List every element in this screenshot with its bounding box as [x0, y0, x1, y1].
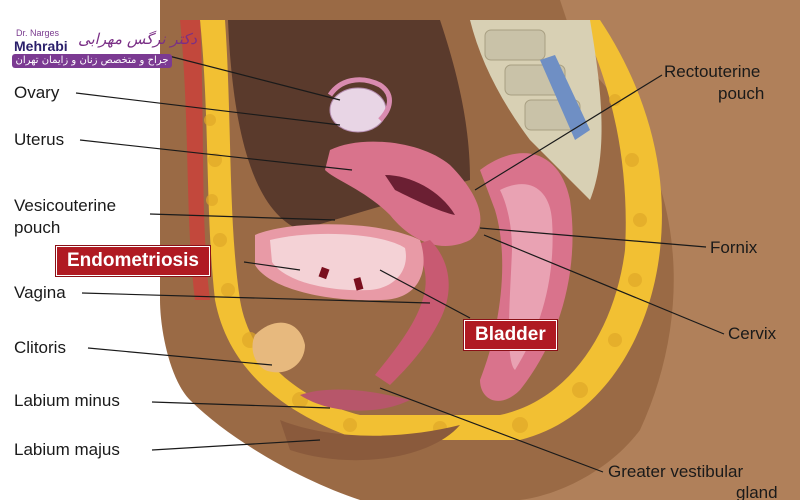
- spine: [470, 20, 602, 200]
- label-rectouterine-line-1: Rectouterine: [664, 62, 761, 81]
- label-labium-minus: Labium minus: [14, 391, 120, 410]
- callout-bladder: Bladder: [464, 320, 557, 350]
- pubic-bone: [252, 322, 305, 373]
- skin-shading: [520, 0, 800, 500]
- label-vesicouterine-line-2: pouch: [14, 218, 61, 237]
- label-greater-vestibular-line-1: Greater vestibular: [608, 462, 744, 481]
- logo-name-line-1: Dr. Narges: [16, 28, 60, 38]
- logo-band: [12, 54, 172, 68]
- label-greater-vestibular-line-2: gland: [736, 483, 778, 500]
- logo-persian-name: دکتر نرگس مهرابی: [78, 30, 197, 48]
- label-clitoris: Clitoris: [14, 338, 66, 357]
- logo-name-line-2: Mehrabi: [14, 38, 68, 54]
- labium-minus: [300, 389, 410, 411]
- fat-layer: [165, 20, 662, 440]
- label-rectouterine-line-2: pouch: [718, 84, 765, 103]
- logo-persian-subtitle: جراح و متخصص زنان و زایمان تهران: [15, 55, 169, 66]
- labium-majus: [280, 420, 460, 461]
- label-labium-majus: Labium majus: [14, 440, 120, 459]
- label-cervix: Cervix: [728, 324, 777, 343]
- label-vagina: Vagina: [14, 283, 66, 302]
- label-ovary: Ovary: [14, 83, 60, 102]
- abdominal-muscle: [180, 20, 210, 300]
- fallopian-tube: [327, 77, 392, 122]
- label-fornix: Fornix: [710, 238, 758, 257]
- bladder-lumen: [270, 233, 406, 291]
- callout-endometriosis: Endometriosis: [56, 246, 210, 276]
- label-uterus: Uterus: [14, 130, 65, 149]
- label-vesicouterine-line-1: Vesicouterine: [14, 196, 117, 215]
- leader-lines: [75, 54, 725, 473]
- endometriosis-lesions: [318, 266, 364, 291]
- uterus-cavity: [385, 175, 455, 215]
- vagina-canal: [375, 240, 449, 385]
